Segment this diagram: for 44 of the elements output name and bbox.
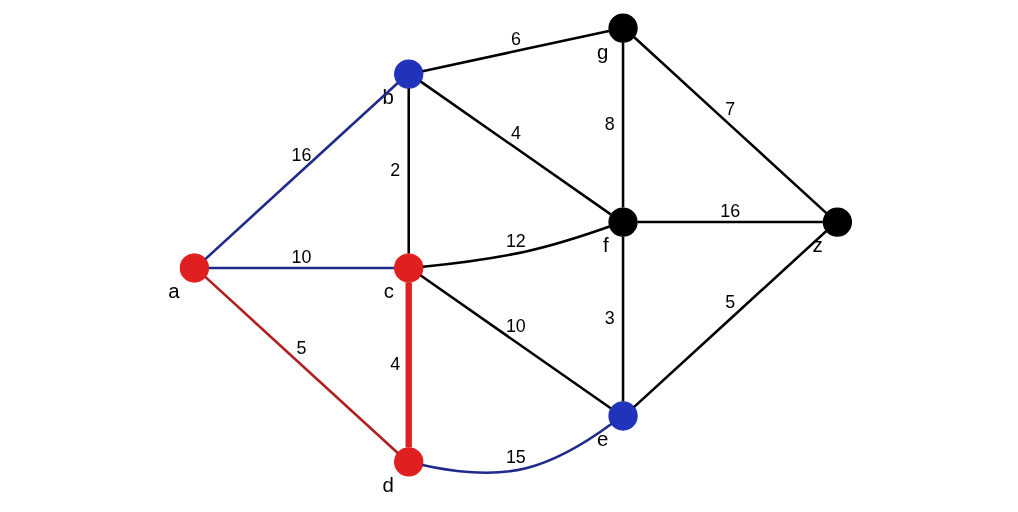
edge-label: 10 [291, 246, 311, 267]
node-circle [607, 206, 638, 237]
node-label: e [596, 427, 608, 450]
connector [422, 224, 610, 268]
edge-label: 2 [389, 159, 400, 180]
connector [632, 229, 827, 408]
connector [405, 281, 412, 447]
node-circle [179, 252, 209, 283]
connector [208, 266, 394, 269]
connector [421, 422, 612, 474]
node-circle [393, 252, 423, 283]
connector [621, 235, 624, 401]
edge-label: 10 [505, 315, 526, 336]
edge-label: 12 [505, 230, 526, 251]
connector [419, 273, 611, 409]
edge-label: 5 [724, 291, 735, 312]
node-label: d [382, 473, 394, 496]
connector [421, 29, 609, 73]
edge-label: 8 [604, 113, 615, 134]
edge-label: 15 [505, 446, 526, 467]
edge-label: 7 [724, 98, 735, 119]
connector [637, 220, 823, 223]
edge-label: 4 [510, 122, 521, 143]
connector [203, 81, 399, 260]
node-circle [393, 446, 423, 477]
node-label: c [383, 279, 394, 302]
edge-label: 5 [296, 337, 307, 358]
connector [406, 87, 410, 253]
edge-label: 6 [510, 28, 521, 49]
connector [621, 41, 624, 207]
edge-label: 3 [604, 307, 615, 328]
node-label: g [596, 40, 608, 62]
node-circle [607, 400, 638, 431]
connector [419, 80, 611, 215]
connector [632, 35, 827, 214]
connector [203, 275, 399, 454]
edge-label: 4 [389, 353, 400, 374]
node-label: a [167, 279, 180, 302]
node-circle [607, 12, 638, 43]
node-circle [822, 206, 852, 237]
edge-label: 16 [719, 200, 740, 221]
node-circle [393, 58, 423, 89]
node-label: f [602, 233, 609, 256]
edge-label: 16 [291, 144, 311, 165]
